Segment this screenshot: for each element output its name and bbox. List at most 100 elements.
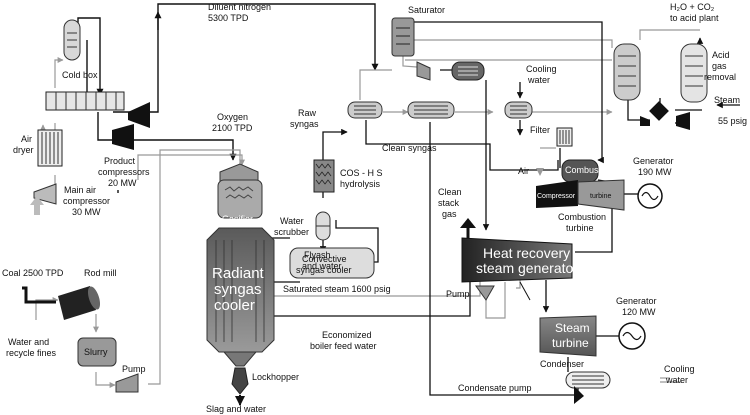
oxygen-label: Oxygen	[217, 112, 248, 122]
saturator-label: Saturator	[408, 5, 445, 15]
water-fines-label-1: Water and	[8, 337, 49, 347]
coal-label: Coal 2500 TPD	[2, 268, 64, 278]
air-dryer-label-1: Air	[21, 134, 32, 144]
slurry-label: Slurry	[84, 347, 108, 357]
saturator-exchanger	[451, 61, 485, 81]
radiant-label-2: syngas	[214, 281, 262, 298]
water-scrubber-label-1: Water	[280, 216, 304, 226]
compressor-label: Compressor	[537, 193, 576, 200]
slag-water-label: Slag and water	[206, 404, 266, 414]
cold-box-label: Cold box	[62, 70, 98, 80]
water-fines-label-2: recycle fines	[6, 348, 57, 358]
hrsg	[461, 237, 573, 283]
clean-stack-gas-label-1: Clean	[438, 187, 462, 197]
gasifier	[217, 163, 263, 219]
acid-gas-pump	[676, 112, 690, 130]
acid-gas-exchanger	[649, 101, 669, 121]
generator-120-label-2: 120 MW	[622, 307, 656, 317]
pump-mid-label: Pump	[446, 289, 470, 299]
economized-label-2: boiler feed water	[310, 341, 377, 351]
rod-mill	[58, 286, 101, 320]
radiant-label-3: cooler	[214, 297, 255, 314]
filter	[556, 127, 573, 147]
water-scrubber-label-2: scrubber	[274, 227, 309, 237]
hrsg-label-1: Heat recovery	[483, 245, 570, 261]
steam-turbine-label-2: turbine	[552, 336, 589, 350]
air-inlet-arrow	[30, 196, 44, 215]
oxygen-rate-label: 2100 TPD	[212, 123, 253, 133]
convective-label-1: Convective	[302, 254, 347, 264]
diluent-nitrogen-rate: 5300 TPD	[208, 13, 249, 23]
radiant-syngas-cooler	[206, 227, 275, 353]
product-compressors-label-1: Product	[104, 156, 136, 166]
steam-turbine-label-1: Steam	[555, 321, 590, 335]
lockhopper	[231, 367, 249, 395]
cold-box-column	[63, 19, 81, 61]
main-air-compressor-label-1: Main air	[64, 185, 96, 195]
main-air-compressor	[33, 183, 57, 205]
slurry-tank	[77, 337, 117, 367]
condenser-label: Condenser	[540, 359, 584, 369]
acid-gas-removal-label-1: Acid	[712, 50, 730, 60]
pump-bottom-label: Pump	[122, 364, 146, 374]
generator-120	[618, 322, 646, 350]
lockhopper-label: Lockhopper	[252, 372, 299, 382]
water-scrubber	[315, 211, 331, 241]
cos-hydrolysis-label-2: hydrolysis	[340, 179, 381, 189]
cooling-water-label-2: water	[527, 75, 550, 85]
raw-syngas-exchanger	[347, 101, 383, 119]
saturated-steam-label: Saturated steam 1600 psig	[283, 284, 391, 294]
diluent-nitrogen-label: Diluent nitrogen	[208, 2, 271, 12]
h2o-co2-label: H₂O + CO₂	[670, 2, 715, 12]
product-compressors-label-3: 20 MW	[108, 178, 137, 188]
combustion-turbine-label-1: Combustion	[558, 212, 606, 222]
saturator-column	[391, 17, 415, 57]
air-dryer-label-2: dryer	[13, 145, 34, 155]
flyash-label-1: Flyash	[304, 250, 331, 260]
clean-syngas-exchanger	[407, 101, 455, 119]
raw-syngas-label-1: Raw	[298, 108, 317, 118]
cooler-cone	[222, 351, 258, 367]
convective-label-2: syngas cooler	[296, 265, 352, 275]
generator-190-label-2: 190 MW	[638, 167, 672, 177]
product-compressors-label-2: compressors	[98, 167, 150, 177]
generator-190-label-1: Generator	[633, 156, 674, 166]
to-acid-plant-label: to acid plant	[670, 13, 719, 23]
oxygen-compressor	[112, 124, 134, 150]
convective-syngas-cooler	[289, 247, 375, 279]
economized-label-1: Economized	[322, 330, 372, 340]
combustor-label: Combustor	[565, 165, 609, 175]
cooling-water-label-1: Cooling	[526, 64, 557, 74]
main-air-compressor-label-2: compressor	[63, 196, 110, 206]
slurry-pump	[115, 373, 139, 393]
condenser	[565, 371, 611, 389]
clean-stack-gas-label-2: stack	[438, 198, 460, 208]
steam-pressure-label: 55 psig	[718, 116, 747, 126]
clean-syngas-label: Clean syngas	[382, 143, 437, 153]
acid-gas-removal-label-3: removal	[704, 72, 736, 82]
clean-stack-gas-label-3: gas	[442, 209, 457, 219]
filter-label: Filter	[530, 125, 550, 135]
cos-hydrolysis	[313, 159, 335, 193]
gasifier-label: Gasifier	[222, 214, 253, 224]
main-air-compressor-label-3: 30 MW	[72, 207, 101, 217]
acid-gas-absorber	[613, 43, 641, 101]
cold-box-exchanger	[45, 91, 125, 111]
cos-hydrolysis-label-1: COS - H S	[340, 168, 383, 178]
acid-gas-removal-label-2: gas	[712, 61, 727, 71]
air-inlet-small-arrow	[536, 168, 544, 176]
cooling-water-bottom-label-1: Cooling	[664, 364, 695, 374]
combustion-turbine-label-2: turbine	[566, 223, 594, 233]
air-dryer	[37, 129, 63, 167]
acid-gas-stripper	[680, 43, 708, 103]
steam-label: Steam	[714, 95, 740, 105]
gt-compressor	[536, 180, 578, 208]
radiant-label-1: Radiant	[212, 265, 265, 282]
hrsg-label-2: steam generator	[476, 260, 578, 276]
condensate-pump-label: Condensate pump	[458, 383, 532, 393]
raw-syngas-label-2: syngas	[290, 119, 319, 129]
cooling-water-bottom-label-2: water	[665, 375, 688, 385]
